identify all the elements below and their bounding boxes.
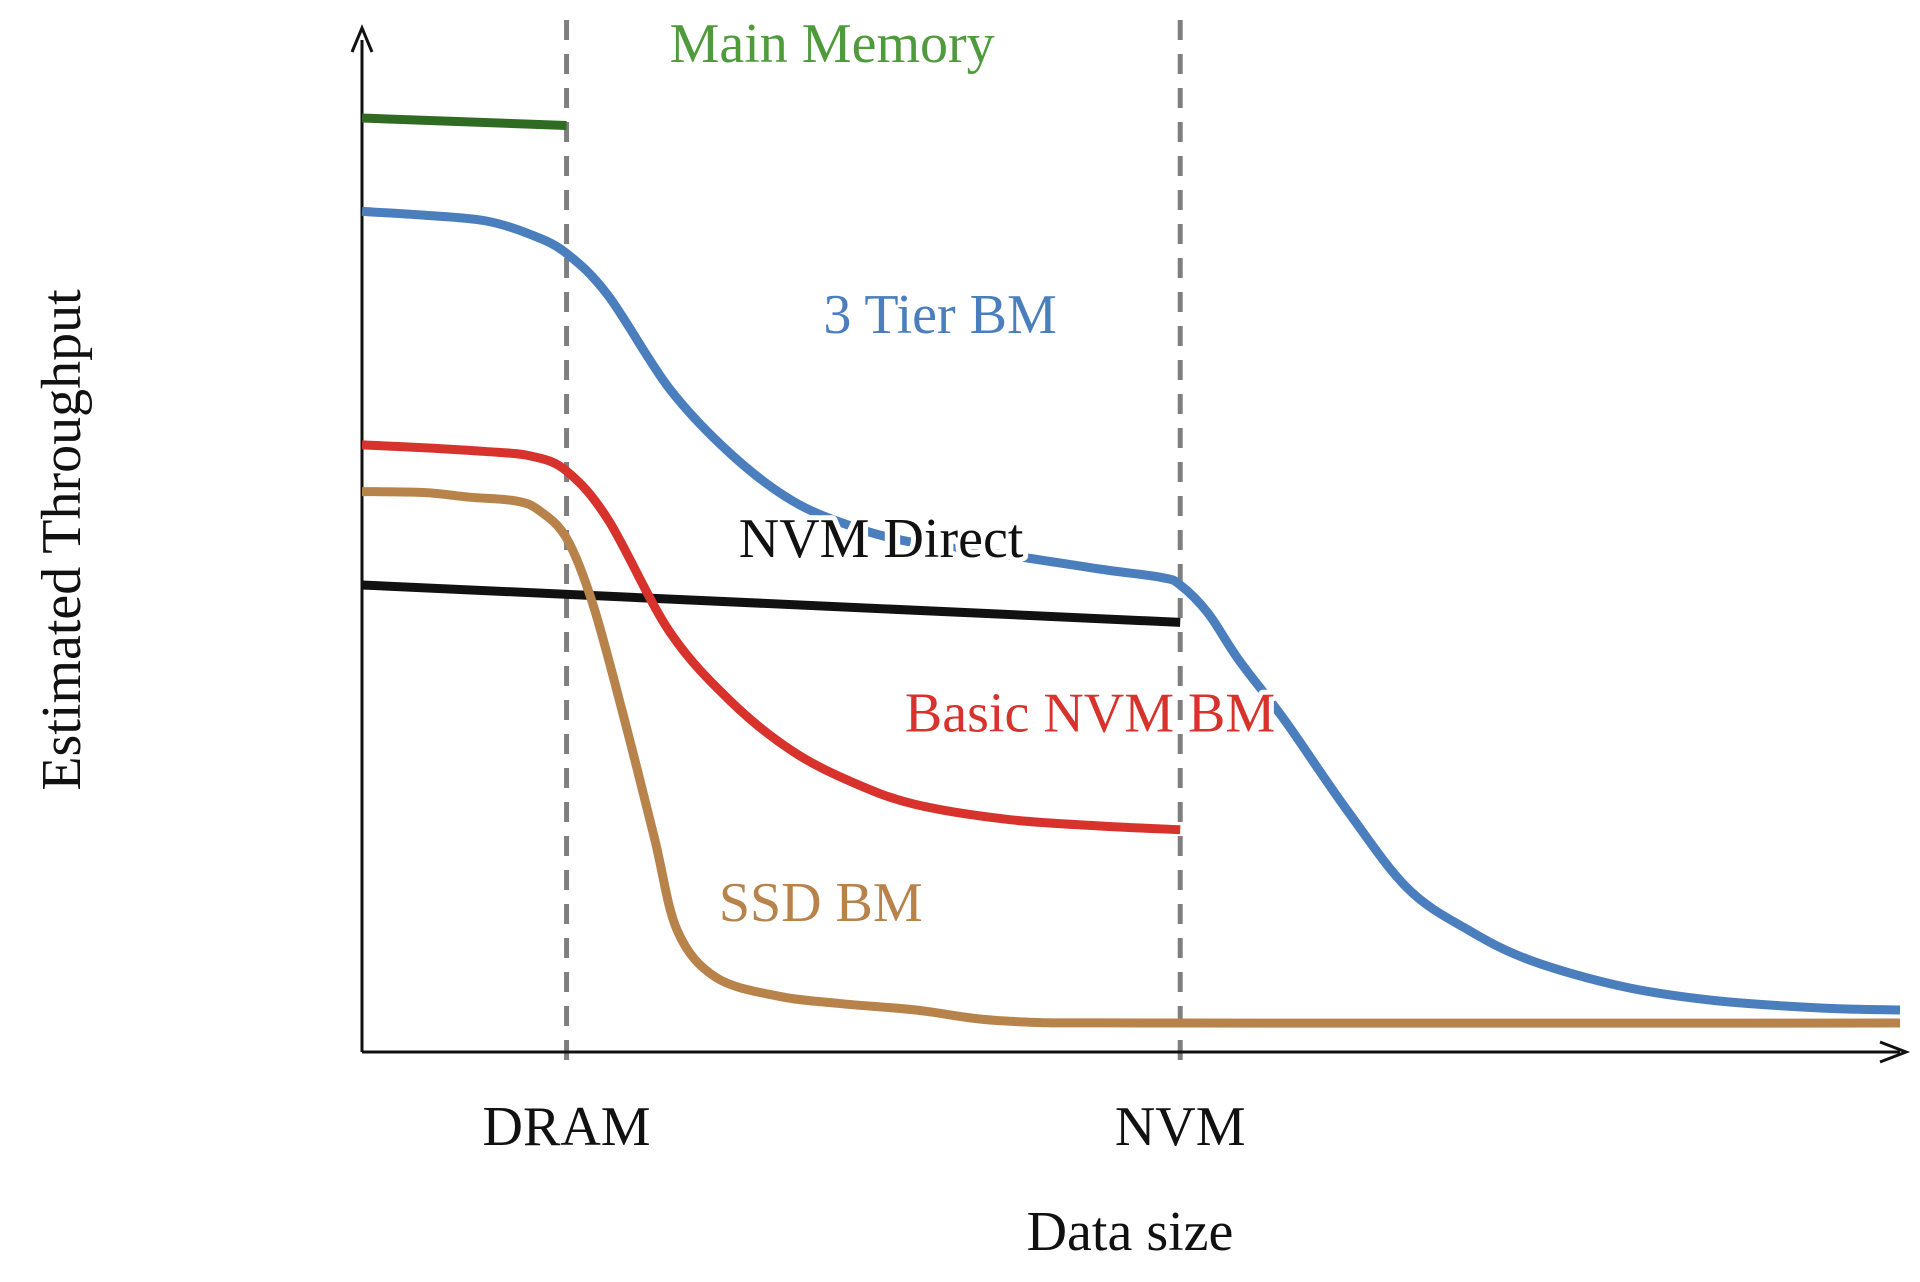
series-line-main-memory xyxy=(361,113,567,130)
series-label-basic-nvm-bm: Basic NVM BM xyxy=(905,683,1275,745)
x-axis-label: Data size xyxy=(1027,1201,1234,1263)
series-label-ssd-bm: SSD BM xyxy=(719,872,923,934)
y-axis-label: Estimated Throughput xyxy=(31,289,93,791)
x-tick-label-nvm: NVM xyxy=(1115,1096,1246,1158)
series-label-main-memory: Main Memory xyxy=(670,13,995,75)
series-line-3-tier-bm xyxy=(361,206,1901,1015)
series-label-3-tier-bm: 3 Tier BM xyxy=(823,284,1056,346)
series-line-nvm-direct xyxy=(361,580,1181,627)
series-line-basic-nvm-bm xyxy=(361,440,1181,835)
series-label-nvm-direct: NVM Direct xyxy=(739,508,1024,570)
axes: DRAM NVM xyxy=(350,24,1911,1158)
series-line-ssd-bm xyxy=(361,487,1901,1028)
x-tick-label-dram: DRAM xyxy=(483,1096,651,1158)
x-axis-arrow xyxy=(1879,1040,1911,1064)
y-axis-arrow xyxy=(350,24,374,53)
series-group xyxy=(361,113,1901,1028)
